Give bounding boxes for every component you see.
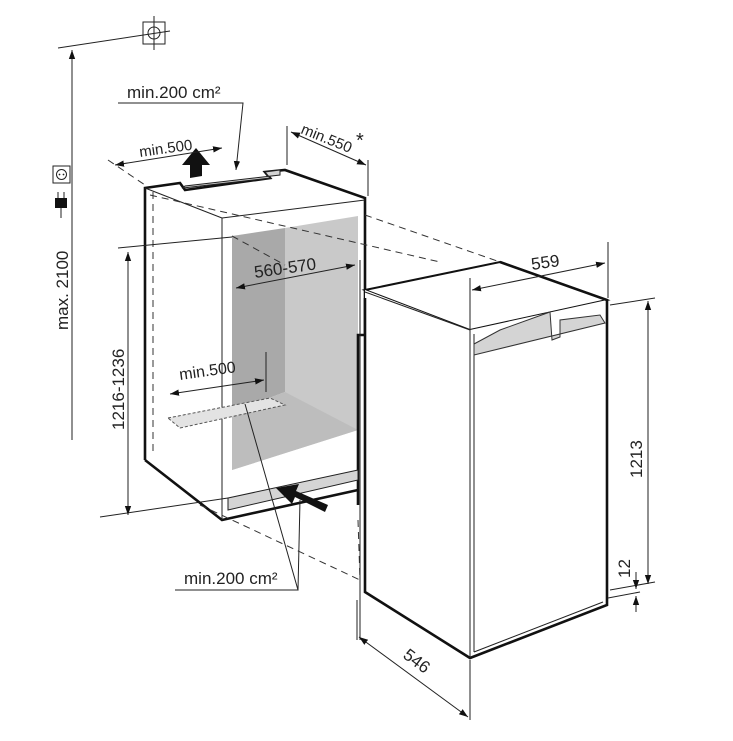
door-offset-label: 12 bbox=[615, 559, 634, 578]
appliance bbox=[359, 260, 611, 660]
appliance-width-label: 559 bbox=[530, 251, 561, 274]
niche-height-label: 1216-1236 bbox=[109, 349, 128, 430]
appliance-vent-grille bbox=[473, 311, 606, 356]
max-height-label: max. 2100 bbox=[53, 251, 72, 330]
top-vent-width-label: min.500 bbox=[138, 137, 193, 161]
airflow-in-arrow-icon bbox=[276, 484, 328, 512]
power-plug-icon bbox=[55, 192, 67, 218]
appliance-depth-label: 546 bbox=[400, 645, 434, 677]
appliance-height-label: 1213 bbox=[627, 440, 646, 478]
top-vent-grille bbox=[181, 169, 281, 189]
bottom-vent-width-label: min.500 bbox=[178, 359, 237, 384]
bottom-vent-area-label: min.200 cm² bbox=[184, 569, 278, 588]
top-vent-area-label: min.200 cm² bbox=[127, 83, 221, 102]
power-socket-icon bbox=[52, 165, 71, 184]
wall-mount-symbol-icon bbox=[57, 16, 171, 50]
bottom-vent-marker bbox=[166, 397, 287, 429]
depth-min-label: min.550 bbox=[299, 121, 355, 157]
depth-min-value: min.550 bbox=[299, 121, 355, 157]
depth-asterisk: * bbox=[356, 130, 364, 152]
